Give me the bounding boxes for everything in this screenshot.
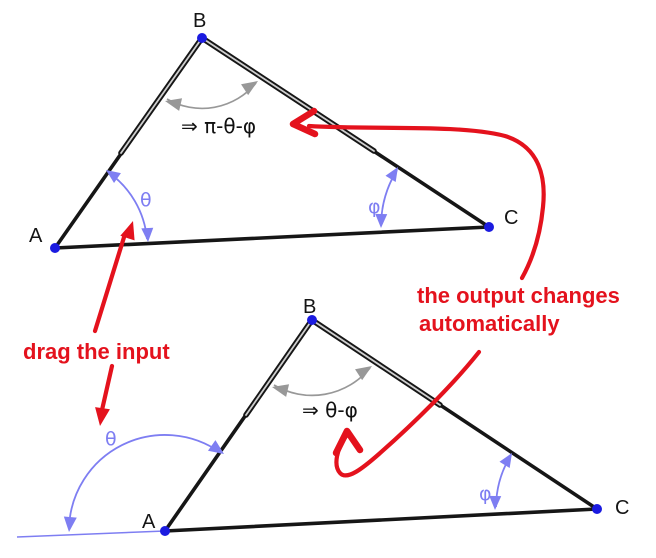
drag-arrow-down-shaft bbox=[99, 363, 115, 413]
bottom-angle-theta-arc[interactable] bbox=[68, 434, 222, 530]
top-label-c: C bbox=[504, 207, 518, 229]
output-curve-top bbox=[306, 123, 546, 281]
output-hook-arrow bbox=[334, 349, 482, 478]
bottom-label-theta: θ bbox=[105, 428, 117, 450]
bottom-point-b[interactable] bbox=[307, 315, 317, 325]
top-angle-theta-arrowhead-top bbox=[106, 170, 121, 183]
annotations: drag the input the output changes automa… bbox=[23, 107, 620, 478]
output-text-line2: automatically bbox=[419, 311, 560, 336]
bottom-point-a[interactable] bbox=[160, 526, 170, 536]
drag-input-text: drag the input bbox=[23, 339, 170, 364]
bottom-arm-ba-core bbox=[245, 319, 313, 416]
top-label-b: B bbox=[193, 10, 206, 32]
bottom-formula: ⇒ θ-φ bbox=[302, 398, 358, 422]
bottom-angle-b-arrowhead-left bbox=[272, 384, 290, 397]
bottom-side-ac bbox=[163, 507, 599, 533]
drag-arrow-up-head bbox=[120, 221, 135, 241]
bottom-label-a: A bbox=[142, 511, 156, 533]
output-text-line1: the output changes bbox=[417, 283, 620, 308]
output-curve-top-arrowhead bbox=[289, 107, 319, 138]
bottom-angle-theta-arrowhead-right bbox=[207, 440, 224, 454]
bottom-arm-bc-core bbox=[311, 319, 441, 406]
top-formula: ⇒ π-θ-φ bbox=[181, 114, 256, 138]
bottom-angle-b-arrowhead-right bbox=[355, 366, 372, 381]
top-point-c[interactable] bbox=[484, 222, 494, 232]
top-point-b[interactable] bbox=[197, 33, 207, 43]
top-angle-b-arrowhead-right bbox=[241, 81, 258, 96]
bottom-extension-line bbox=[16, 530, 166, 538]
top-angle-phi-arrowhead-bottom bbox=[375, 213, 388, 228]
bottom-triangle: A B C θ φ ⇒ θ-φ bbox=[16, 296, 629, 538]
top-triangle: A B C θ φ ⇒ π-θ-φ bbox=[29, 10, 518, 253]
top-label-phi: φ bbox=[368, 196, 381, 218]
bottom-angle-theta-arrowhead-left bbox=[63, 516, 77, 532]
bottom-label-b: B bbox=[303, 296, 316, 318]
top-angle-b-arrowhead-left bbox=[165, 98, 183, 111]
bottom-label-c: C bbox=[615, 497, 629, 519]
top-arm-bc-core bbox=[201, 37, 375, 152]
bottom-label-phi: φ bbox=[479, 483, 492, 505]
output-hook-arrowhead bbox=[332, 427, 364, 457]
drag-arrow-up-shaft bbox=[92, 231, 128, 334]
top-angle-phi-arrowhead-top bbox=[385, 167, 398, 183]
bottom-angle-phi-arrowhead-top bbox=[499, 453, 512, 469]
top-arm-ba-core bbox=[120, 37, 203, 154]
bottom-point-c[interactable] bbox=[592, 504, 602, 514]
top-label-theta: θ bbox=[140, 189, 152, 211]
top-point-a[interactable] bbox=[50, 243, 60, 253]
top-label-a: A bbox=[29, 225, 43, 247]
bottom-angle-phi-arrowhead-bottom bbox=[489, 495, 502, 510]
top-side-ac bbox=[53, 225, 491, 250]
drag-arrow-down-head bbox=[95, 407, 110, 426]
top-angle-theta-arrowhead-bottom bbox=[141, 227, 154, 242]
bottom-angle-b-arc bbox=[273, 367, 371, 397]
